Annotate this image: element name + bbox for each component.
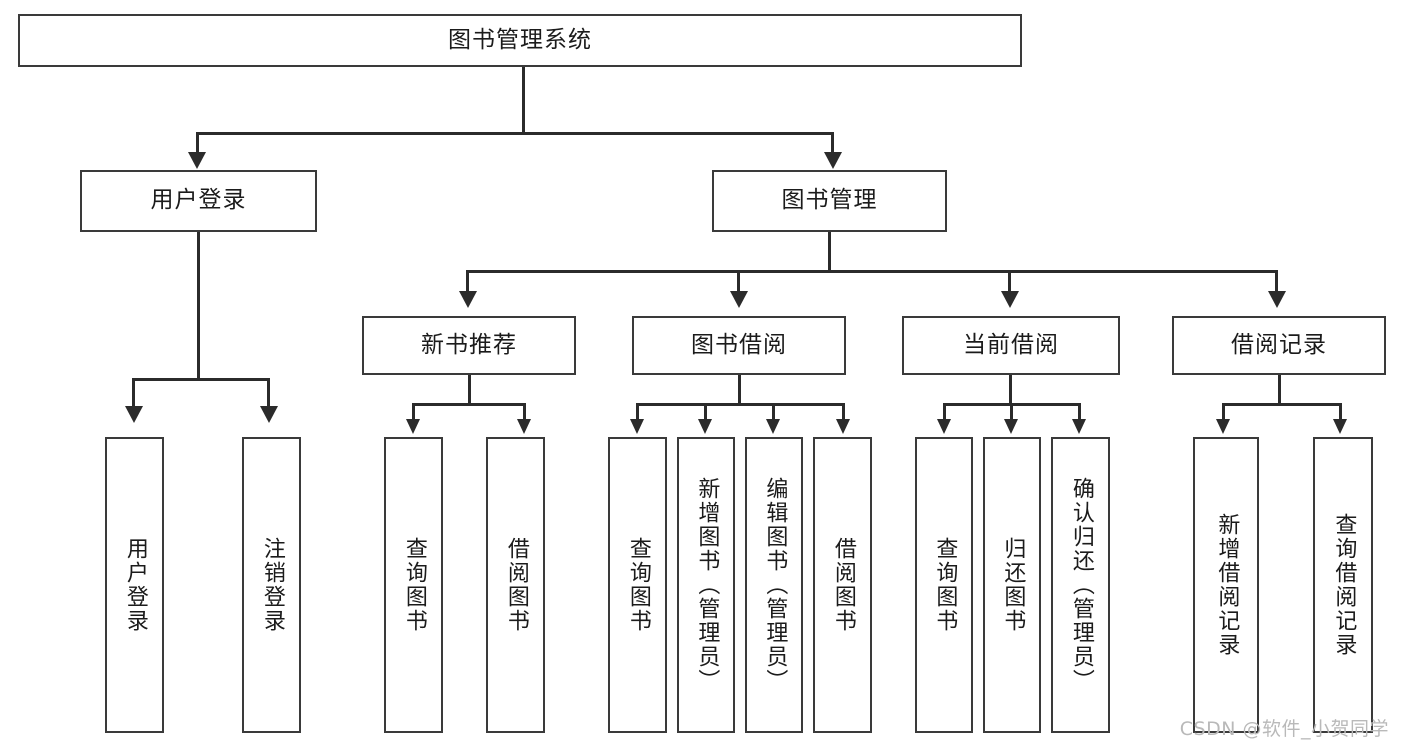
node-label: 借阅记录 (1231, 331, 1327, 358)
node-user-login[interactable]: 用户登录 (80, 170, 317, 232)
node-leaf-query-borrow-record[interactable]: 查询借阅记录 (1313, 437, 1373, 733)
node-borrow-record[interactable]: 借阅记录 (1172, 316, 1386, 375)
node-label: 图书管理 (781, 187, 878, 214)
edge-nbr-right (523, 403, 526, 421)
edge-to-new-book-recommend (466, 270, 469, 293)
node-label: 确认归还（管理员） (1068, 477, 1094, 693)
arrowhead-leaf-query-book-2-icon (630, 419, 644, 434)
node-leaf-query-book-2[interactable]: 查询图书 (608, 437, 667, 733)
edge-br-2 (1339, 403, 1342, 421)
edge-cb-3 (1078, 403, 1081, 421)
node-label: 查询图书 (625, 537, 651, 633)
arrowhead-leaf-query-book-1-icon (406, 419, 420, 434)
edge-bb-3 (772, 403, 775, 421)
node-leaf-add-book-admin[interactable]: 新增图书（管理员） (677, 437, 735, 733)
node-label: 借阅图书 (830, 537, 856, 633)
edge-new-book-recommend-stem (468, 375, 471, 405)
edge-bb-1 (636, 403, 639, 421)
arrowhead-leaf-user-login-icon (125, 406, 143, 423)
node-label: 归还图书 (1000, 537, 1026, 633)
edge-bb-2 (704, 403, 707, 421)
arrowhead-book-borrow-icon (730, 291, 748, 308)
edge-user-login-bus (132, 378, 270, 381)
node-label: 用户登录 (122, 537, 148, 633)
node-leaf-borrow-book-1[interactable]: 借阅图书 (486, 437, 545, 733)
arrowhead-leaf-borrow-book-1-icon (517, 419, 531, 434)
edge-book-management-stem (828, 232, 831, 272)
node-label: 图书管理系统 (448, 26, 592, 53)
edge-borrow-record-bus (1222, 403, 1342, 406)
edge-cb-2 (1010, 403, 1013, 421)
node-label: 图书借阅 (691, 331, 787, 358)
edge-new-book-recommend-bus (412, 403, 526, 406)
arrowhead-leaf-query-borrow-record-icon (1333, 419, 1347, 434)
node-label: 新增借阅记录 (1214, 513, 1240, 657)
arrowhead-leaf-confirm-return-icon (1072, 419, 1086, 434)
node-leaf-borrow-book-2[interactable]: 借阅图书 (813, 437, 872, 733)
node-label: 借阅图书 (503, 537, 529, 633)
node-label: 用户登录 (150, 187, 247, 214)
node-label: 新增图书（管理员） (694, 477, 720, 693)
edge-bb-4 (842, 403, 845, 421)
node-leaf-confirm-return-admin[interactable]: 确认归还（管理员） (1051, 437, 1110, 733)
edge-borrow-record-stem (1278, 375, 1281, 405)
edge-root-stem (522, 67, 525, 134)
edge-book-management-bus (466, 270, 1278, 273)
edge-to-borrow-record (1275, 270, 1278, 293)
node-label: 新书推荐 (421, 331, 517, 358)
arrowhead-user-login-icon (188, 152, 206, 169)
node-book-management[interactable]: 图书管理 (712, 170, 947, 232)
edge-nbr-left (412, 403, 415, 421)
edge-book-borrow-stem (738, 375, 741, 405)
edge-to-book-management (831, 132, 834, 154)
edge-to-current-borrow (1008, 270, 1011, 293)
node-root-system[interactable]: 图书管理系统 (18, 14, 1022, 67)
edge-user-login-stem (197, 232, 200, 380)
edge-to-book-borrow (737, 270, 740, 293)
node-leaf-add-borrow-record[interactable]: 新增借阅记录 (1193, 437, 1259, 733)
edge-cb-1 (943, 403, 946, 421)
node-book-borrow[interactable]: 图书借阅 (632, 316, 846, 375)
node-leaf-user-login[interactable]: 用户登录 (105, 437, 164, 733)
edge-user-login-left (132, 378, 135, 408)
arrowhead-leaf-query-book-3-icon (937, 419, 951, 434)
node-leaf-logout-login[interactable]: 注销登录 (242, 437, 301, 733)
arrowhead-borrow-record-icon (1268, 291, 1286, 308)
node-label: 查询图书 (401, 537, 427, 633)
node-leaf-query-book-1[interactable]: 查询图书 (384, 437, 443, 733)
edge-root-bus (196, 132, 834, 135)
arrowhead-leaf-return-book-icon (1004, 419, 1018, 434)
edge-br-1 (1222, 403, 1225, 421)
edge-current-borrow-stem (1009, 375, 1012, 405)
arrowhead-leaf-edit-book-admin-icon (766, 419, 780, 434)
arrowhead-book-management-icon (824, 152, 842, 169)
arrowhead-leaf-add-book-admin-icon (698, 419, 712, 434)
node-label: 注销登录 (259, 537, 285, 633)
node-new-book-recommend[interactable]: 新书推荐 (362, 316, 576, 375)
edge-to-user-login (196, 132, 199, 154)
node-leaf-query-book-3[interactable]: 查询图书 (915, 437, 973, 733)
node-label: 当前借阅 (963, 331, 1059, 358)
arrowhead-leaf-borrow-book-2-icon (836, 419, 850, 434)
node-current-borrow[interactable]: 当前借阅 (902, 316, 1120, 375)
node-leaf-return-book[interactable]: 归还图书 (983, 437, 1041, 733)
edge-book-borrow-bus (636, 403, 845, 406)
node-leaf-edit-book-admin[interactable]: 编辑图书（管理员） (745, 437, 803, 733)
arrowhead-leaf-add-borrow-record-icon (1216, 419, 1230, 434)
arrowhead-current-borrow-icon (1001, 291, 1019, 308)
watermark: CSDN @软件_小贺同学 (1179, 718, 1389, 740)
node-label: 查询图书 (932, 537, 958, 633)
arrowhead-new-book-recommend-icon (459, 291, 477, 308)
edge-user-login-right (267, 378, 270, 408)
node-label: 查询借阅记录 (1331, 513, 1357, 657)
node-label: 编辑图书（管理员） (762, 477, 788, 693)
arrowhead-leaf-logout-login-icon (260, 406, 278, 423)
